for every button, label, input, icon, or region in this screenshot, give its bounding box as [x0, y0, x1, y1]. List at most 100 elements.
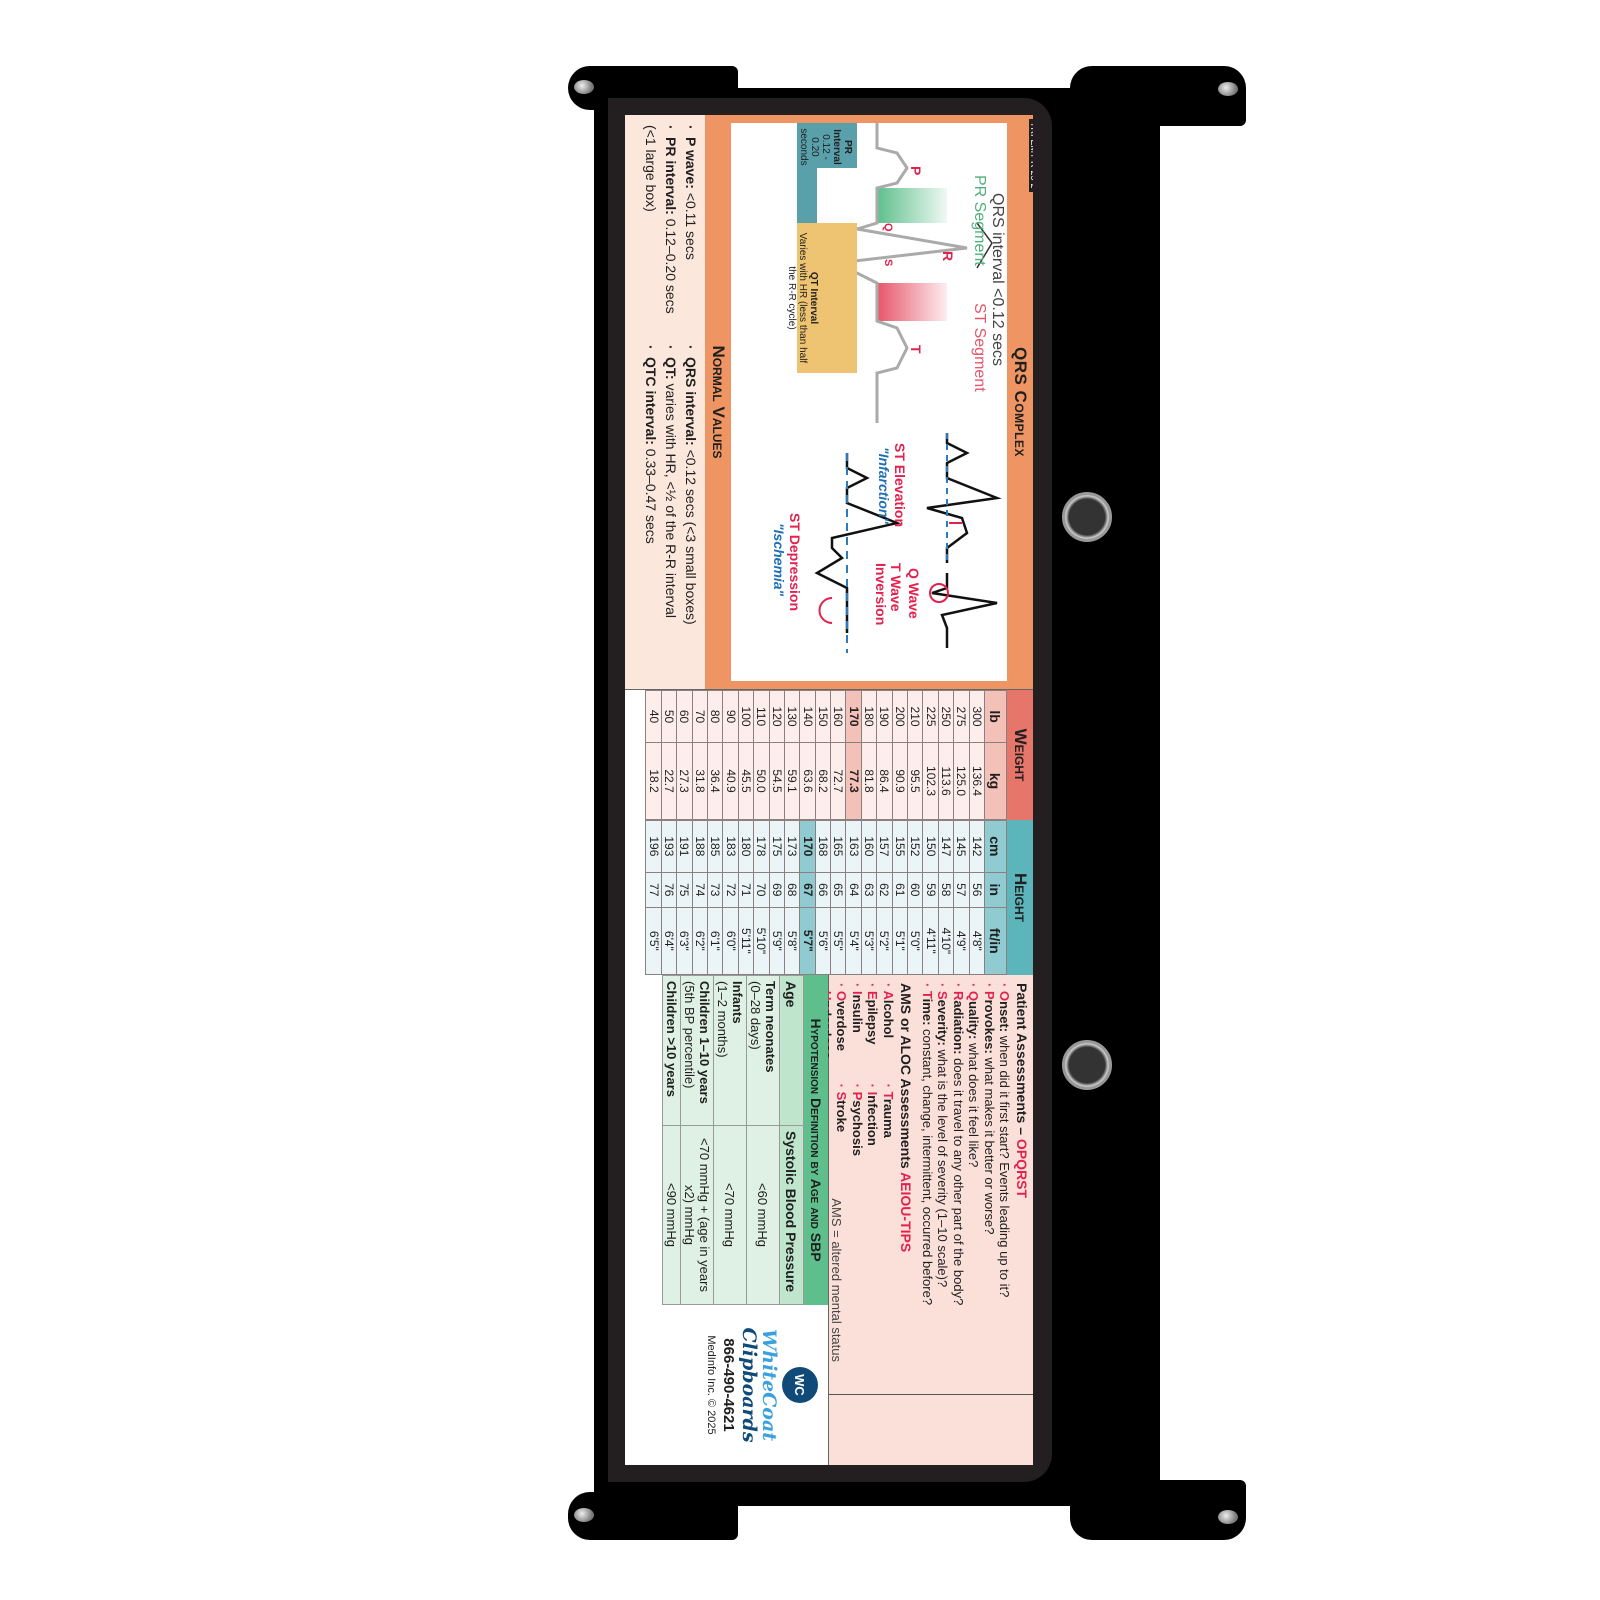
weight-lb-cell: 150 — [815, 690, 831, 743]
hypotension-title: Hypotension Definition by Age and SBP — [804, 975, 828, 1305]
height-ftin-cell: 5'10" — [753, 907, 770, 975]
st-changes-panel: ST Elevation "Infarction" Q Wave T Wave … — [731, 423, 1007, 681]
weight-kg-cell: 63.6 — [799, 742, 816, 820]
normal-values-header: Normal Values — [705, 115, 731, 689]
weight-kg-cell: 50.0 — [753, 742, 770, 820]
r-wave-label: R — [940, 251, 956, 262]
column-header-in: in — [984, 872, 1007, 908]
height-in-cell: 58 — [938, 872, 954, 908]
age-cell: Infants(1–2 months) — [713, 975, 747, 1126]
qt-interval-title: QT Interval — [808, 271, 819, 325]
hypotension-row: Children >10 years<90 mmHg — [662, 975, 681, 1305]
weight-kg-cell: 59.1 — [784, 742, 800, 820]
weight-kg-cell: 125.0 — [953, 742, 970, 820]
height-in-cell: 74 — [692, 872, 708, 908]
whitecoat-logo-icon: WC — [782, 1367, 818, 1403]
weight-lb-cell: 120 — [769, 690, 785, 743]
grommet-icon — [1062, 1040, 1112, 1090]
height-cm-cell: 170 — [799, 820, 816, 873]
sbp-cell: <70 mmHg — [713, 1125, 747, 1305]
qrs-title: QRS Complex — [1011, 346, 1030, 457]
brand-block: WC WhiteCoat Clipboards 866-490-4621 Med… — [625, 1305, 828, 1465]
t-wave-inversion-label: T Wave Inversion — [873, 563, 904, 626]
weight-kg-cell: 22.7 — [661, 742, 677, 820]
height-in-cell: 60 — [907, 872, 923, 908]
weight-kg-cell: 68.2 — [815, 742, 831, 820]
opqrst-item: · Quality: what does it feel like? — [966, 983, 982, 1168]
weight-lb-cell: 90 — [722, 690, 739, 743]
height-cm-cell: 145 — [953, 820, 970, 873]
weight-lb-cell: 300 — [969, 690, 985, 743]
assessment-panel: Patient Assessments – OPQRST · Onset: wh… — [799, 975, 1033, 1465]
height-in-cell: 63 — [861, 872, 877, 908]
height-in-cell: 67 — [799, 872, 816, 908]
weight-kg-cell: 77.3 — [845, 742, 862, 820]
qt-interval-box: QT Interval Varies with HR (less than ha… — [786, 227, 819, 369]
height-in-cell: 69 — [769, 872, 785, 908]
height-cm-cell: 142 — [969, 820, 985, 873]
aeiou-title: AMS or ALOC Assessments AEIOU-TIPS — [898, 983, 915, 1253]
height-in-cell: 73 — [707, 872, 723, 908]
height-ftin-cell: 5'6" — [815, 907, 831, 975]
opqrst-item: · Onset: when did it first start? Events… — [997, 983, 1013, 1298]
aeiou-item: · Infection — [865, 1083, 881, 1146]
height-cm-cell: 168 — [815, 820, 831, 873]
aeiou-item: · Epilepsy — [865, 983, 881, 1045]
part-number: TRI-EMT-R-25-2 — [1029, 119, 1033, 192]
height-cm-cell: 193 — [661, 820, 677, 873]
st-depression-label: ST Depression — [787, 513, 803, 612]
opqrst-title: Patient Assessments – OPQRST — [1014, 983, 1030, 1199]
s-wave-label: S — [882, 259, 894, 267]
pr-interval-box: PR Interval 0.12 - 0.20 seconds — [798, 125, 853, 169]
weight-kg-cell: 45.5 — [738, 742, 754, 820]
aeiou-item: · Insulin — [850, 983, 865, 1033]
height-ftin-cell: 5'2" — [876, 907, 893, 975]
height-cm-cell: 188 — [692, 820, 708, 873]
age-cell: Term neonates(0–28 days) — [746, 975, 780, 1126]
rivet-icon — [1218, 1510, 1238, 1524]
height-in-cell: 59 — [922, 872, 939, 908]
sbp-cell: <60 mmHg — [746, 1125, 780, 1305]
weight-kg-cell: 72.7 — [830, 742, 846, 820]
weight-kg-cell: 86.4 — [876, 742, 893, 820]
height-cm-cell: 175 — [769, 820, 785, 873]
hypotension-row: Infants(1–2 months)<70 mmHg — [713, 975, 747, 1305]
weight-lb-cell: 40 — [645, 690, 662, 743]
height-ftin-cell: 5'0" — [907, 907, 923, 975]
pr-interval-unit: seconds — [798, 128, 809, 166]
weight-lb-cell: 130 — [784, 690, 800, 743]
weight-lb-cell: 110 — [753, 690, 770, 743]
age-cell: Children 1–10 years(5th BP percentile) — [680, 975, 714, 1126]
hypotension-row: Term neonates(0–28 days)<60 mmHg — [746, 975, 780, 1305]
height-cm-cell: 160 — [861, 820, 877, 873]
aeiou-item: · Alcohol — [881, 983, 896, 1039]
height-header: Height — [1007, 820, 1033, 975]
height-in-cell: 61 — [892, 872, 908, 908]
weight-lb-cell: 225 — [922, 690, 939, 743]
weight-lb-cell: 200 — [892, 690, 908, 743]
height-cm-cell: 152 — [907, 820, 923, 873]
normal-value-item: ·QTC interval: 0.33–0.47 secs — [643, 345, 659, 544]
normal-values-title: Normal Values — [709, 345, 728, 459]
weight-lb-cell: 80 — [707, 690, 723, 743]
